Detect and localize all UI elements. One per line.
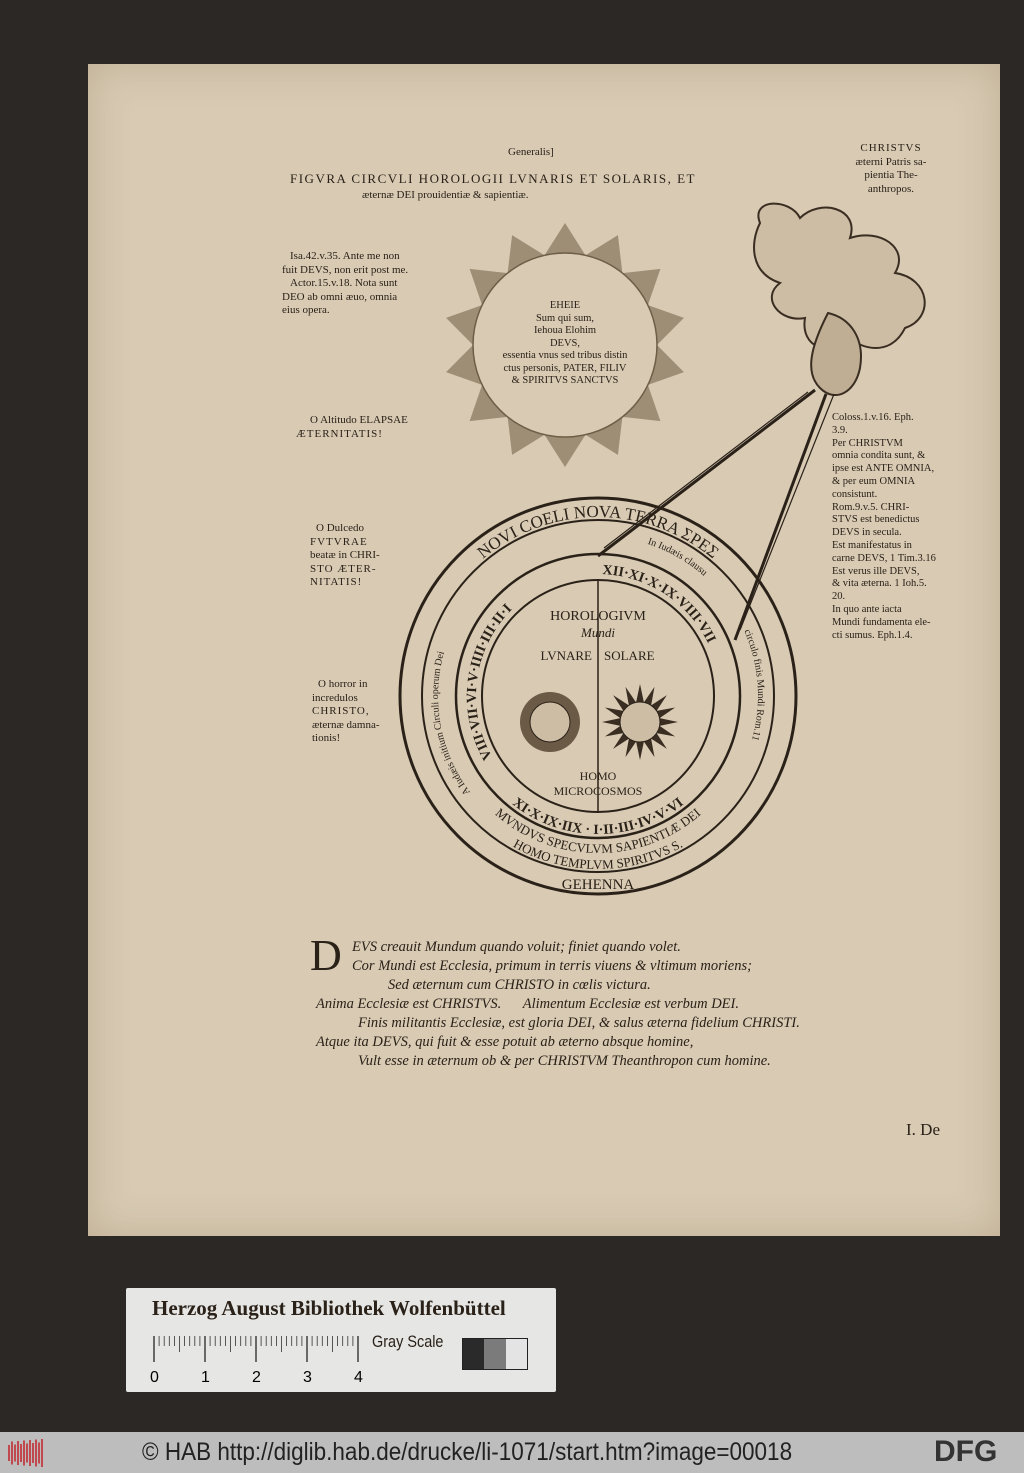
hab-logo-icon [8, 1439, 43, 1467]
note-line: cti sumus. Eph.1.4. [832, 629, 913, 641]
figure-subtitle: æternæ DEI prouidentiæ & sapientiæ. [362, 189, 529, 201]
verse-line: Atque ita DEVS, qui fuit & esse potuit a… [316, 1034, 694, 1050]
note-line: STVS est benedictus [832, 514, 920, 526]
ruler-tick-label: 4 [354, 1369, 363, 1386]
left-note-altitudo: O Altitudo ELAPSAE ÆTERNITATIS! [296, 414, 408, 441]
left-note-dulcedo: O Dulcedo FVTVRAE beatæ in CHRI- STO ÆTE… [310, 522, 380, 590]
note-line: 20. [832, 591, 846, 603]
lunare-label: LVNARE [540, 648, 592, 663]
radiant-sun-illustration [446, 223, 684, 467]
top-right-note: CHRISTVS æterni Patris sa- pientia The- … [836, 142, 946, 196]
sun-line: DEVS, [549, 337, 581, 349]
ruler-tick-label: 1 [201, 1369, 210, 1386]
note-line: CHRISTO, [312, 705, 370, 717]
verse-line: Cor Mundi est Ecclesia, primum in terris… [352, 958, 752, 974]
verse-line: EVS creauit Mundum quando voluit; finiet… [352, 939, 681, 955]
note-line: eius opera. [282, 304, 330, 316]
library-color-card: Herzog August Bibliothek Wolfenbüttel 0 1… [126, 1288, 556, 1392]
note-line: incredulos [312, 691, 358, 704]
note-line: anthropos. [867, 182, 915, 195]
note-line: Actor.15.v.18. Nota sunt [290, 277, 398, 289]
sun-line: ctus personis, PATER, FILIV [503, 362, 627, 374]
copyright-url[interactable]: © HAB http://diglib.hab.de/drucke/li-107… [142, 1438, 793, 1466]
note-line: Est manifestatus in [832, 539, 912, 551]
note-line: omnia condita sunt, & [832, 450, 926, 462]
gray-scale-label: Gray Scale [372, 1332, 444, 1351]
gehenna-label: GEHENNA [562, 877, 635, 893]
gray-scale-swatch [462, 1338, 528, 1370]
horologium-diagram: NOVI COELI NOVA TERRA ΣPEΣ A Iudæis init… [398, 202, 926, 896]
verse-line: Vult esse in æternum ob & per CHRISTVM T… [358, 1053, 771, 1069]
svg-text:A Iudæis initium Circuli operu: A Iudæis initium Circuli operum Dei [430, 650, 473, 797]
note-line: O Altitudo ELAPSAE [310, 414, 408, 426]
note-line: fuit DEVS, non erit post me. [282, 263, 409, 276]
note-line: Mundi fundamenta ele- [832, 616, 931, 628]
left-arc-label: A Iudæis initium Circuli operum Dei [430, 650, 473, 797]
note-line: Isa.42.v.35. Ante me non [290, 250, 400, 262]
sun-line: essentia vnus sed tribus distin [502, 350, 628, 361]
svg-text:circulo finis Mundi Rom.11: circulo finis Mundi Rom.11 [741, 628, 766, 742]
ruler-tick-label: 3 [303, 1369, 312, 1386]
sun-inscription: EHEIE Sum qui sum, Iehoua Elohim DEVS, e… [475, 300, 655, 388]
moon-face-icon [520, 692, 580, 752]
note-line: Per CHRISTVM [832, 437, 903, 449]
note-line: Est verus ille DEVS, [832, 565, 920, 577]
note-line: DEO ab omni æuo, omnia [282, 290, 398, 303]
verse-line: Sed æternum cum CHRISTO in cœlis victura… [388, 977, 651, 993]
ruler: 0 1 2 3 4 [150, 1336, 363, 1386]
sun-line: EHEIE [549, 300, 581, 311]
verse-line: Finis militantis Ecclesiæ, est gloria DE… [358, 1015, 800, 1031]
note-line: CHRISTVS [860, 142, 922, 154]
closing-verse: D EVS creauit Mundum quando voluit; fini… [310, 934, 800, 1071]
homo-label: HOMO [580, 769, 617, 783]
mundi-label: Mundi [580, 625, 615, 640]
note-line: æterni Patris sa- [855, 155, 927, 168]
note-line: O Dulcedo [316, 522, 364, 534]
note-line: tionis! [312, 732, 341, 744]
circle-rings [398, 496, 798, 896]
note-line: ipse est ANTE OMNIA, [832, 463, 935, 475]
note-line: & per eum OMNIA [832, 475, 916, 487]
note-line: & vita æterna. 1 Ioh.5. [832, 578, 927, 590]
header-note: Generalis] [508, 146, 554, 158]
note-line: FVTVRAE [310, 535, 368, 548]
note-line: consistunt. [832, 488, 878, 500]
horologium-label: HOROLOGIVM [550, 609, 646, 624]
left-note-isaiah: Isa.42.v.35. Ante me non fuit DEVS, non … [282, 250, 408, 318]
sun-line: Iehoua Elohim [533, 325, 597, 336]
drop-cap: D [310, 931, 342, 980]
note-line: STO ÆTER- [310, 562, 377, 575]
footer-bar: © HAB http://diglib.hab.de/drucke/li-107… [0, 1432, 1024, 1473]
dfg-logo: DFG [934, 1435, 998, 1468]
left-note-horror: O horror in incredulos CHRISTO, æternæ d… [312, 678, 380, 746]
note-line: DEVS in secula. [832, 527, 902, 539]
sun-line: & SPIRITVS SANCTVS [511, 375, 619, 386]
microcosmos-label: MICROCOSMOS [554, 784, 643, 798]
sun-face-icon [602, 684, 678, 760]
note-line: NITATIS! [310, 576, 363, 588]
note-line: O horror in [318, 678, 368, 690]
note-line: Rom.9.v.5. CHRI- [832, 501, 910, 513]
right-arc-side-label: circulo finis Mundi Rom.11 [741, 628, 766, 742]
catchword: I. De [906, 1120, 940, 1139]
ruler-tick-label: 2 [252, 1369, 261, 1386]
ruler-tick-label: 0 [150, 1369, 159, 1386]
note-line: ÆTERNITATIS! [296, 427, 383, 440]
note-line: 3.9. [832, 424, 848, 436]
sun-line: Sum qui sum, [535, 312, 595, 324]
solare-label: SOLARE [604, 648, 655, 663]
verse-line: Anima Ecclesiæ est CHRISTVS. Alimentum E… [316, 996, 739, 1012]
cloud-hand-illustration [753, 202, 926, 397]
figure-title: FIGVRA CIRCVLI HOROLOGII LVNARIS ET SOLA… [290, 171, 696, 186]
note-line: æternæ damna- [312, 718, 380, 731]
note-line: Coloss.1.v.16. Eph. [832, 412, 914, 423]
compass-icon [597, 388, 835, 641]
note-line: carne DEVS, 1 Tim.3.16 [832, 552, 936, 564]
note-line: In quo ante iacta [832, 603, 902, 615]
note-line: pientia The- [864, 169, 918, 181]
institution-name: Herzog August Bibliothek Wolfenbüttel [152, 1296, 506, 1320]
note-line: beatæ in CHRI- [310, 549, 380, 561]
